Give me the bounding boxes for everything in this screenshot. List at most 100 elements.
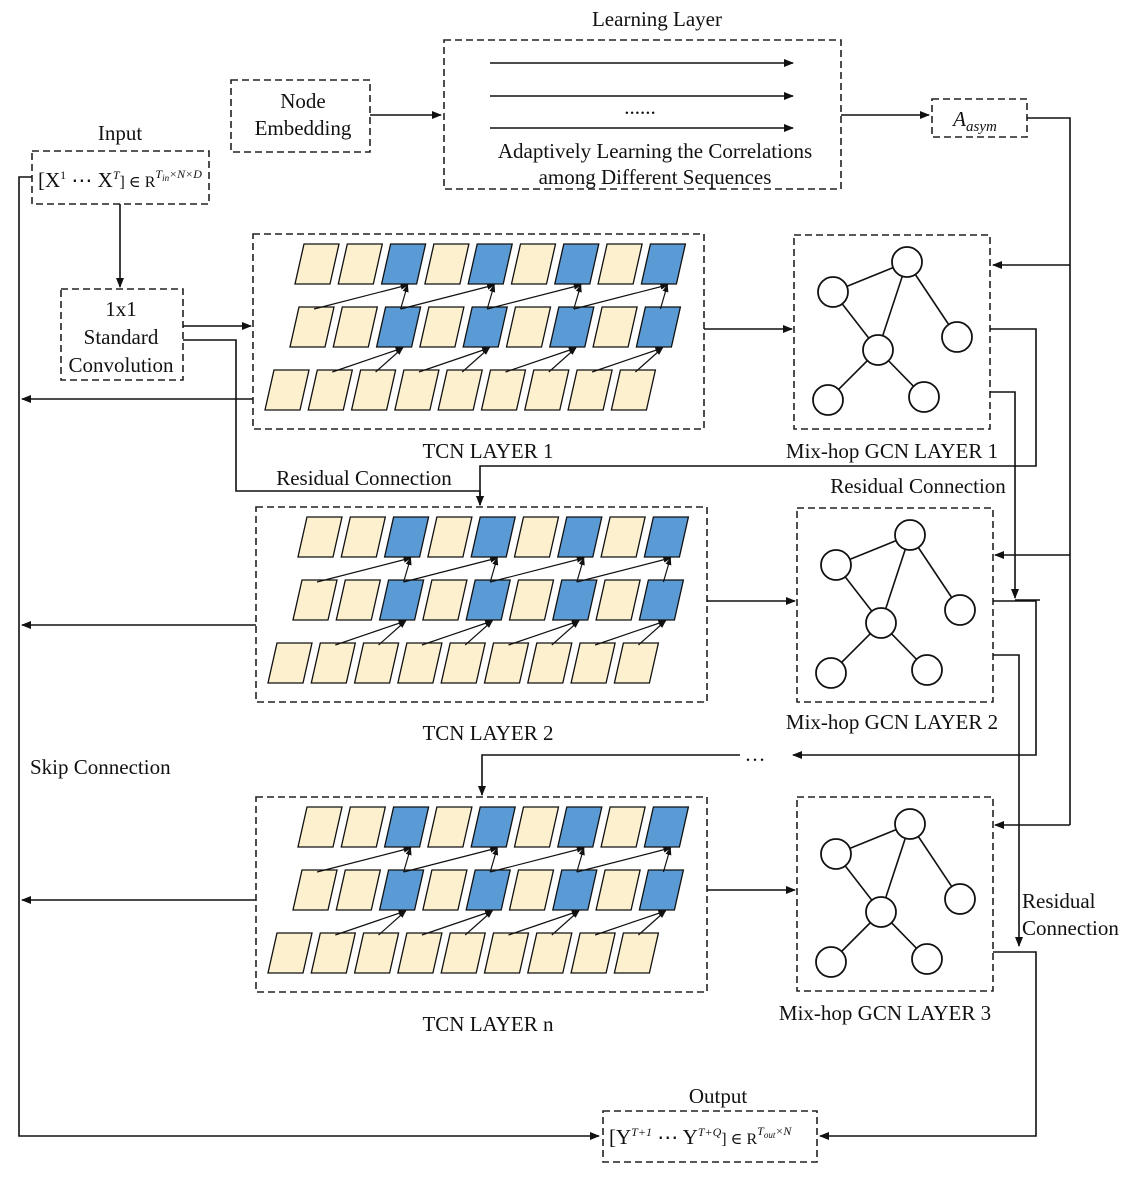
conv-line3: Convolution bbox=[68, 353, 174, 377]
gcn-layer-2-label: Mix-hop GCN LAYER 2 bbox=[786, 710, 998, 734]
tcn-3-cell-r1-c9 bbox=[643, 806, 690, 848]
tcn-2-cell-r2-c9 bbox=[638, 579, 685, 621]
tcn-layer-1-cells bbox=[264, 243, 687, 411]
gcn3-to-output-line bbox=[819, 951, 1037, 1140]
gcn-3-node-6 bbox=[911, 943, 943, 975]
tcn-3-cell-r1-c4 bbox=[427, 806, 473, 848]
tcn-1-cell-r3-c3 bbox=[350, 369, 397, 411]
residual-label-3-line1: Residual bbox=[1022, 889, 1096, 913]
tcn-3-cell-r1-c7 bbox=[556, 806, 603, 848]
tcn-2-cell-r2-c3 bbox=[378, 579, 425, 621]
tcn-3-dilation-arrow-l2-8-0 bbox=[576, 846, 672, 873]
tcn-1-cell-r2-c8 bbox=[592, 306, 638, 348]
tcn-3-cell-r3-c4 bbox=[397, 932, 443, 974]
continuation-dots: … bbox=[745, 742, 766, 766]
tcn-3-cell-r3-c3 bbox=[353, 932, 400, 974]
node-embedding-box bbox=[230, 79, 371, 153]
tcn-2-cell-r1-c9 bbox=[643, 516, 690, 558]
tcn-3-cell-r3-c2 bbox=[310, 932, 357, 974]
tcn-3-cell-r2-c8 bbox=[595, 869, 641, 911]
gcn-layer-3-graph bbox=[815, 808, 976, 978]
tcn-2-cell-r3-c4 bbox=[397, 642, 443, 684]
tcn-1-cell-r1-c3 bbox=[380, 243, 427, 285]
tcn-1-cell-r1-c8 bbox=[597, 243, 643, 285]
tcn-layer-2-box bbox=[255, 506, 708, 703]
tcn-2-cell-r1-c6 bbox=[513, 516, 560, 558]
tcn-1-cell-r3-c7 bbox=[523, 369, 570, 411]
tcn-1-dilation-arrow-l2-8-0 bbox=[573, 283, 669, 310]
learning-layer-title: Learning Layer bbox=[592, 7, 722, 31]
tcn-3-dilation-arrow-l1-2-1 bbox=[378, 910, 407, 936]
gcn-1-node-4 bbox=[862, 334, 894, 366]
tcn-1-cell-r2-c5 bbox=[462, 306, 509, 348]
tcn-layer-n-box bbox=[255, 796, 708, 993]
tcn-layer-2-label: TCN LAYER 2 bbox=[422, 721, 553, 745]
gcn-layer-1-box bbox=[793, 234, 991, 430]
tcn-3-cell-r2-c7 bbox=[551, 869, 598, 911]
tcn-3-dilation-arrow-l2-8-1 bbox=[662, 847, 672, 873]
tcn-1-dilation-arrow-l1-6-1 bbox=[548, 347, 577, 373]
tcn-2-cell-r3-c3 bbox=[353, 642, 400, 684]
gcn2-to-next-line bbox=[792, 600, 1037, 759]
tcn-3-cell-r2-c1 bbox=[292, 869, 338, 911]
tcn-1-cell-r3-c4 bbox=[394, 369, 440, 411]
tcn-1-dilation-arrow-l1-6-0 bbox=[505, 347, 577, 373]
tcn-3-cell-r1-c2 bbox=[340, 806, 387, 848]
gcn-1-node-5 bbox=[812, 384, 844, 416]
tcn-2-dilation-arrow-l1-6-1 bbox=[551, 620, 580, 646]
tcn-3-cell-r2-c5 bbox=[465, 869, 512, 911]
tcn-2-cell-r1-c3 bbox=[383, 516, 430, 558]
tcn-2-dilation-arrow-l1-4-1 bbox=[464, 620, 493, 646]
output-formula: [YT+1 ⋯ YT+Q] ∈ RTout×N bbox=[609, 1124, 792, 1149]
gcn1-to-tcn2-line bbox=[476, 328, 1037, 506]
next-to-tcnn-line bbox=[478, 754, 740, 796]
tcn-layer-n-cells bbox=[267, 806, 690, 974]
input-title: Input bbox=[98, 121, 142, 145]
tcn-3-cell-r3-c6 bbox=[483, 932, 530, 974]
tcn-2-cell-r2-c5 bbox=[465, 579, 512, 621]
gcn-3-node-2 bbox=[820, 838, 852, 870]
tcn-1-cell-r1-c6 bbox=[510, 243, 557, 285]
gcn-layer-2-box bbox=[796, 507, 994, 703]
gcn2-residual-down-line bbox=[993, 654, 1023, 947]
tcn-2-cell-r1-c4 bbox=[427, 516, 473, 558]
tcn-3-cell-r2-c6 bbox=[508, 869, 555, 911]
learning-layer-box bbox=[443, 39, 842, 190]
tcn-2-dilation-arrow-l2-4-1 bbox=[489, 557, 499, 583]
tcn-2-dilation-arrow-l2-2-0 bbox=[316, 556, 412, 583]
tcn-2-dilation-arrow-l1-4-0 bbox=[421, 620, 494, 646]
tcn-layer-n-label: TCN LAYER n bbox=[422, 1012, 554, 1036]
output-title: Output bbox=[689, 1084, 748, 1108]
skip-connection-label: Skip Connection bbox=[30, 755, 171, 779]
tcn-1-cell-r1-c5 bbox=[467, 243, 514, 285]
tcn-2-dilation-arrow-l2-4-0 bbox=[403, 556, 499, 583]
tcn-3-dilation-arrow-l1-4-0 bbox=[421, 910, 494, 936]
tcn-1-cell-r1-c9 bbox=[640, 243, 687, 285]
tcn-1-cell-r1-c7 bbox=[553, 243, 600, 285]
tcn-3-dilation-arrow-l2-2-0 bbox=[316, 846, 412, 873]
tcn-3-dilation-arrow-l1-6-0 bbox=[508, 910, 580, 936]
tcn-1-dilation-arrow-l2-8-1 bbox=[659, 284, 669, 310]
node-embedding-line2: Embedding bbox=[255, 116, 352, 140]
gcn-layer-1-label: Mix-hop GCN LAYER 1 bbox=[786, 439, 998, 463]
tcn-3-cell-r3-c8 bbox=[570, 932, 616, 974]
tcn-3-cell-r1-c6 bbox=[513, 806, 560, 848]
tcn-3-dilation-arrow-l1-4-1 bbox=[464, 910, 493, 936]
tcn-2-dilation-arrow-l2-2-1 bbox=[403, 557, 412, 583]
tcn-3-dilation-arrow-l2-6-1 bbox=[576, 847, 585, 873]
tcn-2-cell-r3-c9 bbox=[613, 642, 660, 684]
a-asym-label: Aasym bbox=[951, 107, 997, 135]
tcn-2-cell-r1-c5 bbox=[470, 516, 517, 558]
tcn-1-dilation-arrow-l1-8-0 bbox=[591, 347, 664, 373]
tcn-1-cell-r2-c3 bbox=[375, 306, 422, 348]
tcn-2-dilation-arrow-l2-8-1 bbox=[662, 557, 672, 583]
tcn-2-cell-r2-c8 bbox=[595, 579, 641, 621]
tcn-3-dilation-arrow-l1-2-0 bbox=[335, 910, 407, 936]
learning-desc-line2: among Different Sequences bbox=[539, 165, 772, 189]
gcn-1-node-2 bbox=[817, 276, 849, 308]
gcn-layer-2-graph bbox=[815, 519, 976, 689]
a-asym-distribution-line bbox=[1027, 117, 1071, 825]
tcn-2-dilation-arrow-l2-6-1 bbox=[576, 557, 585, 583]
tcn-2-cell-r3-c7 bbox=[526, 642, 573, 684]
